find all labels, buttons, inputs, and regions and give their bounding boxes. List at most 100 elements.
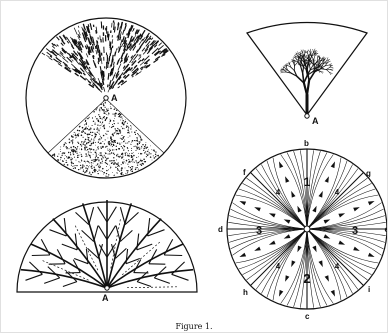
stipple-dot <box>77 157 78 158</box>
stipple-dot <box>68 152 69 153</box>
stipple-dot <box>70 141 71 142</box>
stipple-dot <box>83 169 84 170</box>
fan-stroke <box>158 45 164 50</box>
stipple-dot <box>80 169 81 170</box>
stipple-dot <box>82 164 83 165</box>
stipple-dot <box>120 114 121 115</box>
stipple-dot <box>132 171 133 172</box>
fan-stroke <box>80 68 83 71</box>
zone-number-right: 3 <box>352 225 358 237</box>
stipple-dot <box>75 165 76 166</box>
stipple-dot <box>113 149 114 150</box>
stipple-dot <box>82 130 83 131</box>
stipple-dot <box>103 110 104 111</box>
stipple-dot <box>123 137 124 138</box>
stipple-dot <box>87 118 88 119</box>
stipple-dot <box>81 148 82 149</box>
vein-main <box>107 244 183 288</box>
stipple-dot <box>71 150 72 151</box>
fan-stroke <box>141 69 143 71</box>
stipple-dot <box>92 132 93 133</box>
stipple-dot <box>110 167 111 168</box>
stipple-dot <box>98 114 99 115</box>
stipple-dot <box>138 134 139 135</box>
stipple-dot <box>82 166 84 168</box>
stipple-dot <box>112 124 113 125</box>
stipple-dot <box>115 167 116 168</box>
fan-stroke <box>96 50 97 54</box>
stipple-dot <box>97 147 98 148</box>
stipple-dot <box>105 157 106 158</box>
stipple-dot <box>100 152 101 153</box>
stipple-dot <box>100 136 101 137</box>
flow-arrow <box>324 219 331 223</box>
stipple-dot <box>101 108 102 109</box>
vein-branch <box>172 262 185 274</box>
vein-branch <box>48 267 60 278</box>
stipple-dot <box>97 124 98 125</box>
stipple-dot <box>98 159 99 160</box>
stipple-dot <box>96 129 97 130</box>
stipple-dot <box>78 157 79 158</box>
fan-stroke <box>70 57 71 59</box>
stipple-dot <box>92 117 93 118</box>
stipple-dot <box>142 144 143 145</box>
stipple-dot <box>81 154 82 155</box>
stipple-dot <box>123 174 124 175</box>
stipple-dot <box>130 128 131 129</box>
stipple-dot <box>110 168 111 169</box>
tree-branch <box>326 70 329 73</box>
stipple-dot <box>82 127 84 129</box>
fan-stroke <box>102 70 103 76</box>
stipple-dot <box>129 135 130 136</box>
stipple-dot <box>136 162 137 163</box>
stipple-dot <box>148 154 149 155</box>
fan-stroke <box>85 46 86 50</box>
stipple-dot <box>91 152 92 153</box>
stipple-dot <box>112 162 113 163</box>
fan-stroke <box>123 30 124 35</box>
stipple-dot <box>104 116 105 117</box>
stipple-dot <box>142 160 143 161</box>
vein-branch <box>44 278 60 284</box>
stipple-dot <box>109 123 110 124</box>
stipple-dot <box>148 149 149 150</box>
stipple-dot <box>117 142 119 144</box>
stipple-dot <box>78 135 80 137</box>
stipple-dot <box>101 158 103 160</box>
stipple-dot <box>132 161 133 162</box>
flow-arrow <box>269 241 276 245</box>
stipple-dot <box>122 153 124 155</box>
stipple-dot <box>81 160 82 161</box>
stipple-dot <box>94 137 95 138</box>
stipple-dot <box>85 133 86 134</box>
stipple-dot <box>95 134 97 136</box>
stipple-dot <box>99 125 100 126</box>
stipple-dot <box>98 139 99 140</box>
stipple-dot <box>131 169 133 171</box>
flow-arrow <box>312 246 316 253</box>
flow-arrow <box>279 290 283 297</box>
vein-branch <box>164 255 182 256</box>
tree-branch <box>303 67 304 74</box>
stipple-dot <box>93 140 94 141</box>
stipple-dot <box>117 133 118 134</box>
stipple-dot <box>150 146 151 147</box>
stipple-dot <box>112 172 113 173</box>
fan-stroke <box>90 23 92 30</box>
stipple-dot <box>106 173 107 174</box>
stipple-dot <box>81 135 83 137</box>
fan-stroke <box>118 87 120 89</box>
tree-branch <box>301 50 303 53</box>
fan-stroke <box>120 26 121 29</box>
stipple-dot <box>117 154 118 155</box>
tree-branch <box>313 49 314 52</box>
stipple-dot <box>137 140 138 141</box>
fan-stroke <box>57 45 59 47</box>
stipple-dot <box>120 138 121 139</box>
stipple-dot <box>72 158 73 159</box>
stipple-dot <box>81 142 82 143</box>
stipple-dot <box>152 160 153 161</box>
panel-compass-flow: b g e i c h d f 1 2 3 3 4 4 4 4 <box>218 139 388 321</box>
stipple-dot <box>125 143 126 144</box>
